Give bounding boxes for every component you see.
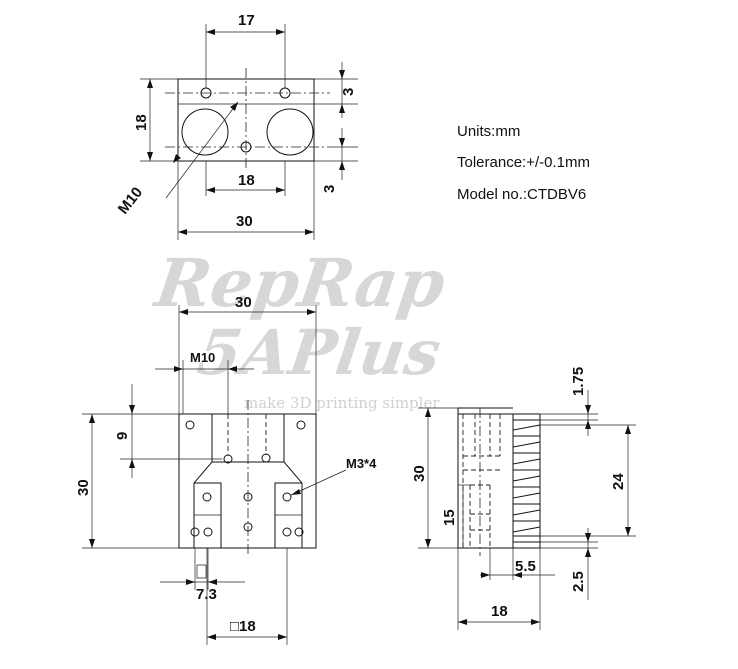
top-view: 17 18 18 30 3 3 — [115, 12, 358, 240]
clamp-block-left — [194, 483, 221, 548]
dim-right-bottom-3: 3 — [321, 185, 338, 193]
side-dim-width-18: 18 — [491, 603, 508, 620]
front-dim-width-30: 30 — [235, 294, 252, 311]
side-view: 1.75 24 30 15 5.5 2.5 — [411, 367, 636, 630]
dim-hole-spacing-18: 18 — [238, 172, 255, 189]
front-dim-spacing-18: □18 — [230, 618, 256, 635]
clamp-block-right — [275, 483, 302, 548]
m10-bore-left — [182, 109, 228, 155]
m3-screw-label: M3*4 — [346, 456, 377, 471]
model-note: Model no.:CTDBV6 — [457, 186, 586, 203]
front-dim-offset-9: 9 — [114, 432, 131, 440]
watermark: RepRap 5APlus make 3D printing simpler — [149, 244, 450, 412]
m10-label-front: M10 — [190, 350, 215, 365]
spec-notes: Units:mm Tolerance:+/-0.1mm Model no.:CT… — [457, 123, 590, 203]
front-view: 30 M10 9 30 M3*4 7.3 — [75, 294, 377, 645]
side-dim-step-5-5: 5.5 — [515, 558, 536, 575]
heatsink-fins — [513, 414, 540, 548]
tolerance-note: Tolerance:+/-0.1mm — [457, 154, 590, 171]
watermark-line2: 5APlus — [193, 316, 445, 389]
dim-right-top-3: 3 — [340, 88, 357, 96]
dim-top-17: 17 — [238, 12, 255, 29]
watermark-tagline: make 3D printing simpler — [244, 394, 440, 412]
dim-width-30: 30 — [236, 213, 253, 230]
front-dim-hole-7-3: 7.3 — [196, 586, 217, 603]
m10-bore-right — [267, 109, 313, 155]
front-dim-height-30: 30 — [75, 479, 92, 496]
side-dim-lower-15: 15 — [441, 509, 458, 526]
side-dim-1-75: 1.75 — [570, 367, 587, 396]
front-view-outline — [179, 414, 316, 548]
m10-label-top: M10 — [115, 184, 146, 217]
units-note: Units:mm — [457, 123, 520, 140]
side-view-outline — [458, 414, 513, 548]
side-dim-fin-24: 24 — [610, 473, 627, 490]
watermark-line1: RepRap — [149, 244, 450, 322]
side-dim-height-30: 30 — [411, 465, 428, 482]
side-dim-bottom-2-5: 2.5 — [570, 571, 587, 592]
dim-height-18: 18 — [133, 114, 150, 131]
